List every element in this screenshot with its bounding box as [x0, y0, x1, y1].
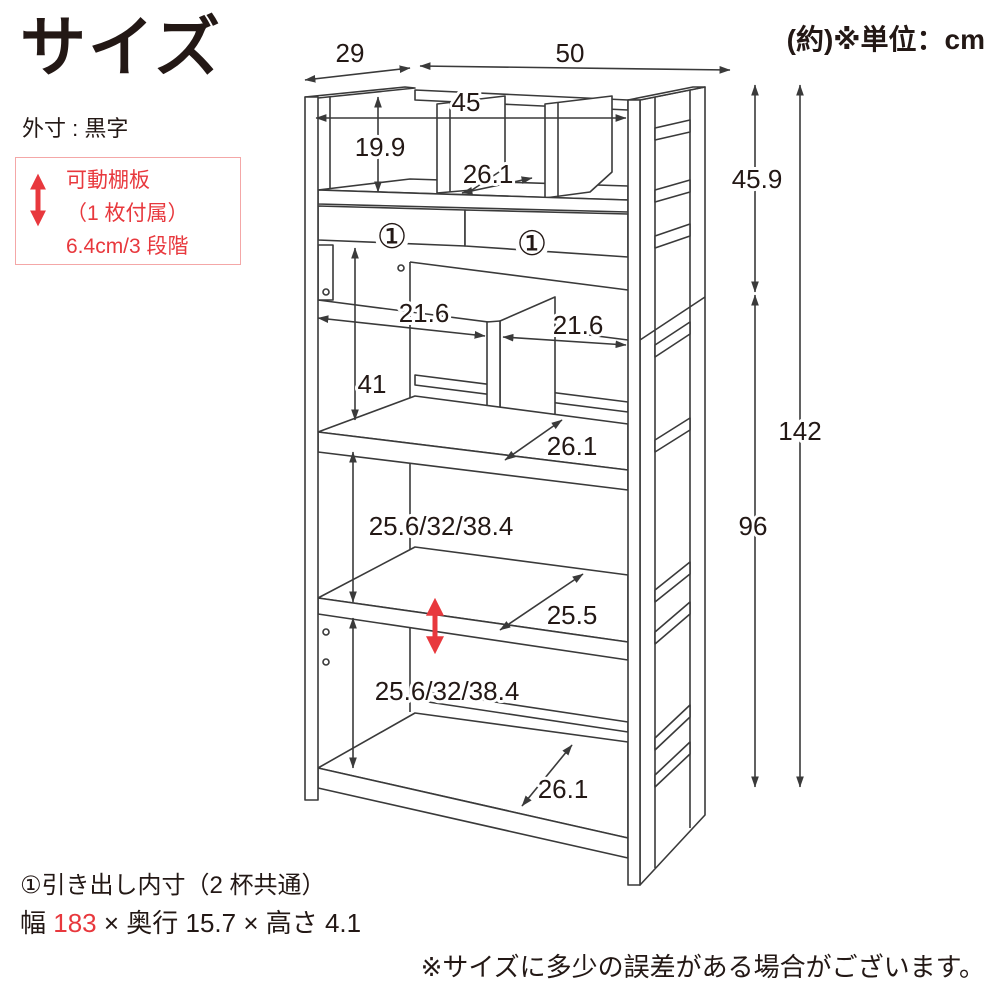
dim-label-total-height: 142 [778, 416, 821, 446]
lower-back-top-edge [409, 261, 629, 291]
right-panel-rung [654, 741, 691, 788]
dimension-labels: 29 50 45 19.9 26.1 45.9 142 96 21.6 21.6… [333, 35, 825, 807]
right-panel-rung [654, 321, 691, 358]
movable-shelf-legend-box: 可動棚板 （1 枚付属） 6.4cm/3 段階 [15, 157, 241, 265]
drawer-depth-height: × 奥行 15.7 × 高さ 4.1 [103, 908, 362, 938]
right-panel-rung [654, 601, 691, 645]
pin-hole [322, 628, 330, 636]
pin-hole [322, 288, 330, 296]
dim-label-fixed-shelf-depth: 26.1 [547, 431, 598, 461]
outer-dimension-legend: 外寸 : 黒字 [22, 116, 129, 141]
dim-label-hutch-inner-width: 45 [452, 87, 481, 117]
right-panel-rung [654, 223, 691, 249]
dim-label-shelf-spacing-upper: 25.6/32/38.4 [369, 511, 514, 541]
dim-label-compartment-right: 21.6 [553, 310, 604, 340]
movable-shelf-line-1: 可動棚板 [66, 169, 150, 192]
dim-label-top-depth: 29 [336, 38, 365, 68]
dim-label-hutch-inner-depth: 26.1 [463, 159, 514, 189]
dim-label-total-width: 50 [556, 38, 585, 68]
left-panel-top [304, 86, 416, 99]
dim-label-compartment-left: 21.6 [399, 298, 450, 328]
dim-arrow-bottom-shelf-depth [521, 744, 573, 807]
dim-arrow-total-width [419, 62, 731, 74]
dim-label-lower-height: 96 [739, 511, 768, 541]
hutch-junction-line [639, 296, 706, 341]
unit-note: (約)※単位：cm [786, 24, 985, 55]
movable-shelf-line-3: 6.4cm/3 段階 [66, 235, 189, 258]
dim-arrow-compartment-left [317, 315, 486, 339]
pin-hole [322, 658, 330, 666]
dim-label-bottom-shelf-depth: 26.1 [538, 774, 589, 804]
red-double-arrow-icon [30, 173, 46, 227]
dim-label-hutch-inner-height: 19.9 [355, 132, 406, 162]
drawer-marker-left: ① [375, 217, 409, 257]
drawer-inner-size-heading: ①引き出し内寸（2 杯共通） [20, 872, 326, 899]
dim-arrow-fixed-shelf-depth [504, 419, 563, 461]
right-panel-rung [654, 704, 691, 751]
right-panel-rung [654, 179, 691, 203]
dim-arrow-top-depth [304, 65, 411, 83]
dim-label-hutch-height: 45.9 [732, 164, 783, 194]
dim-arrow-movable-shelf-depth [499, 573, 584, 631]
svg-text:①: ① [377, 217, 407, 257]
left-side-panel [304, 96, 319, 801]
dim-arrow-hutch-inner-depth [461, 176, 533, 195]
right-panel-rung [654, 561, 691, 603]
drawer-inner-size: 幅 183 × 奥行 15.7 × 高さ 4.1 [20, 908, 361, 939]
svg-text:①: ① [517, 224, 547, 264]
movable-shelf-line-2: （1 枚付属） [66, 202, 189, 225]
bookend-right [544, 95, 613, 199]
drawer-width-label: 幅 [20, 908, 47, 938]
right-panel-front-edge [627, 99, 641, 886]
dim-label-shelf-spacing-lower: 25.6/32/38.4 [375, 676, 520, 706]
dim-label-upper-compartment-height: 41 [358, 369, 387, 399]
size-disclaimer: ※サイズに多少の誤差がある場合がございます。 [420, 952, 985, 982]
dim-arrow-compartment-right [502, 333, 627, 349]
dim-label-movable-shelf-depth: 25.5 [547, 600, 598, 630]
pin-hole [397, 264, 405, 272]
drawer-marker-right: ① [515, 224, 549, 264]
right-panel-rung [654, 417, 691, 453]
page-title: サイズ [20, 10, 223, 84]
shelf-unit-drawing [304, 86, 706, 886]
dimension-arrows [304, 62, 804, 807]
drawer-width-value: 183 [53, 908, 97, 938]
right-side-panel [627, 86, 706, 886]
right-panel-rung [654, 119, 691, 141]
